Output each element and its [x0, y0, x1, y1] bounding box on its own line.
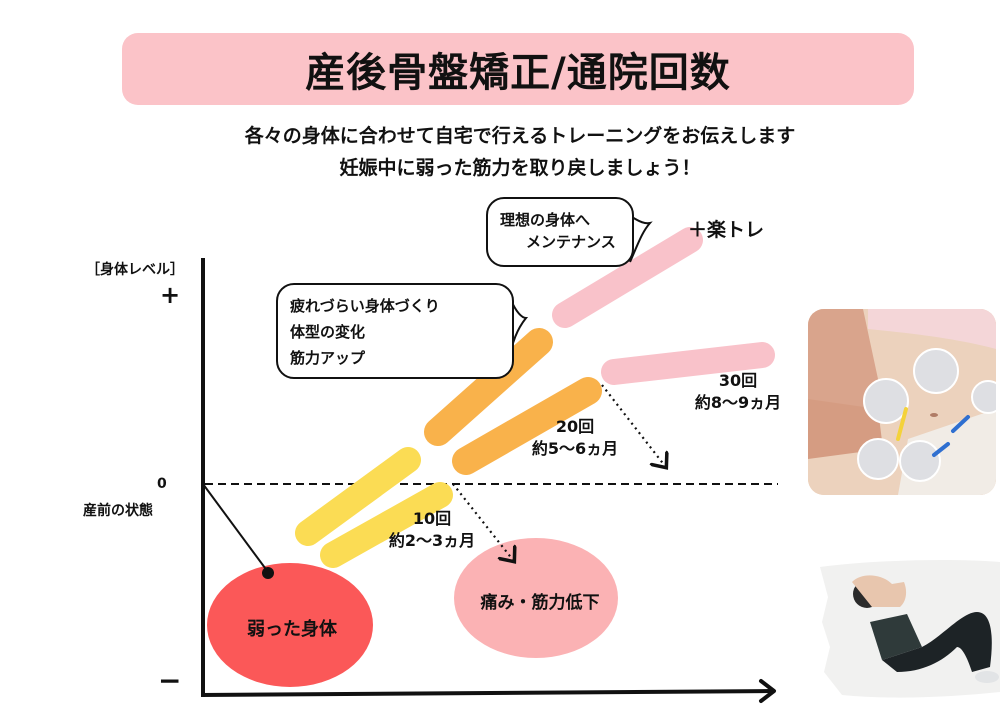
stage-10-period: 約2〜3ヵ月 [388, 531, 476, 550]
yellow-band-lower [320, 482, 453, 568]
speech-bubble-benefits: 疲れづらい身体づくり 体型の変化 筋力アップ [276, 283, 514, 379]
weak-body-label: 弱った身体 [247, 619, 337, 640]
y-axis-zero: 0 [157, 476, 167, 492]
pink-band-lower [601, 342, 775, 385]
pointer-dot [262, 567, 274, 579]
dotted-arrow-20 [601, 384, 665, 466]
ems-photo-illustration [808, 309, 996, 495]
speech-bubble-maintenance: 理想の身体へ メンテナンス [486, 197, 634, 267]
bubble-mid-line-2: 体型の変化 [290, 323, 366, 341]
orange-band-lower [452, 377, 602, 475]
title-banner: 産後骨盤矯正/通院回数 [122, 33, 914, 105]
bubble-mid-line-3: 筋力アップ [290, 349, 366, 367]
bubble-top-line-2: メンテナンス [526, 233, 616, 251]
bubble-top-line-1: 理想の身体へ [500, 211, 591, 229]
stage-10-count: 10回 [412, 509, 452, 528]
stage-10-label: 10回 約2〜3ヵ月 [362, 508, 502, 552]
yellow-band-upper [295, 447, 421, 546]
y-axis-title: ［身体レベル］ [86, 262, 184, 278]
situp-exercise-photo [812, 552, 1000, 702]
subtitle-line-1: 各々の身体に合わせて自宅で行えるトレーニングをお伝えします [244, 125, 796, 147]
stage-20-label: 20回 約5〜6ヵ月 [505, 416, 645, 460]
bubble-tail-top [629, 216, 653, 263]
stage-20-period: 約5〜6ヵ月 [531, 439, 619, 458]
situp-photo-illustration [820, 559, 1000, 698]
weak-body-circle [207, 563, 373, 687]
page-title: 産後骨盤矯正/通院回数 [305, 50, 731, 96]
bubble-mid-line-1: 疲れづらい身体づくり [290, 297, 440, 315]
pink-band-upper [552, 227, 703, 328]
ems-treatment-photo [808, 309, 996, 495]
y-axis-plus: + [160, 281, 181, 309]
raku-tore-label: ＋楽トレ [688, 219, 765, 241]
decline-circle [454, 538, 618, 658]
pointer-line [202, 483, 269, 573]
decline-label: 痛み・筋力低下 [480, 593, 600, 613]
y-axis-zero-caption: 産前の状態 [83, 503, 153, 519]
stage-30-count: 30回 [718, 371, 758, 390]
y-axis-minus: − [158, 664, 182, 697]
subtitle-line-2: 妊娠中に弱った筋力を取り戻しましょう！ [339, 157, 701, 179]
dotted-arrow-10 [452, 483, 513, 560]
x-axis [200, 689, 773, 697]
orange-band-upper [424, 328, 553, 446]
x-axis-arrow-icon [759, 679, 776, 703]
stage-20-count: 20回 [555, 417, 595, 436]
stage-30-label: 30回 約8〜9ヵ月 [668, 370, 808, 414]
stage-30-period: 約8〜9ヵ月 [694, 393, 782, 412]
